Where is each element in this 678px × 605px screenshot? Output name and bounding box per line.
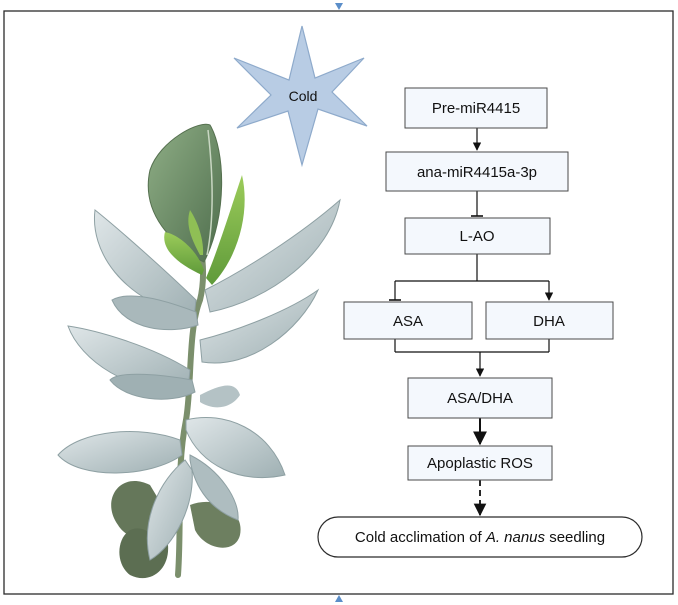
- bottom-marker-icon: [335, 595, 343, 602]
- cold-label: Cold: [289, 88, 318, 104]
- node-ratio-label: ASA/DHA: [447, 390, 513, 407]
- node-pre-mir-label: Pre-miR4415: [432, 100, 520, 117]
- node-ros: Apoplastic ROS: [407, 445, 553, 481]
- node-ana-mir-label: ana-miR4415a-3p: [417, 164, 537, 181]
- outcome-suffix: seedling: [545, 529, 605, 546]
- outcome-label: Cold acclimation of A. nanus seedling: [355, 529, 605, 546]
- node-pre-mir: Pre-miR4415: [404, 87, 548, 129]
- plant-illustration-icon: [57, 123, 341, 579]
- outcome-species: A. nanus: [485, 529, 546, 546]
- node-ana-mir: ana-miR4415a-3p: [385, 151, 569, 192]
- node-ratio: ASA/DHA: [407, 377, 553, 419]
- node-dha-label: DHA: [533, 313, 565, 330]
- node-asa: ASA: [343, 301, 473, 340]
- node-lao: L-AO: [404, 217, 551, 255]
- node-lao-label: L-AO: [459, 228, 494, 245]
- cold-star-icon: [233, 25, 368, 168]
- connector-lines: [389, 128, 554, 517]
- top-marker-icon: [335, 3, 343, 10]
- node-outcome: Cold acclimation of A. nanus seedling: [317, 516, 643, 558]
- node-ros-label: Apoplastic ROS: [427, 455, 533, 472]
- node-asa-label: ASA: [393, 313, 423, 330]
- outcome-prefix: Cold acclimation of: [355, 529, 486, 546]
- node-dha: DHA: [485, 301, 614, 340]
